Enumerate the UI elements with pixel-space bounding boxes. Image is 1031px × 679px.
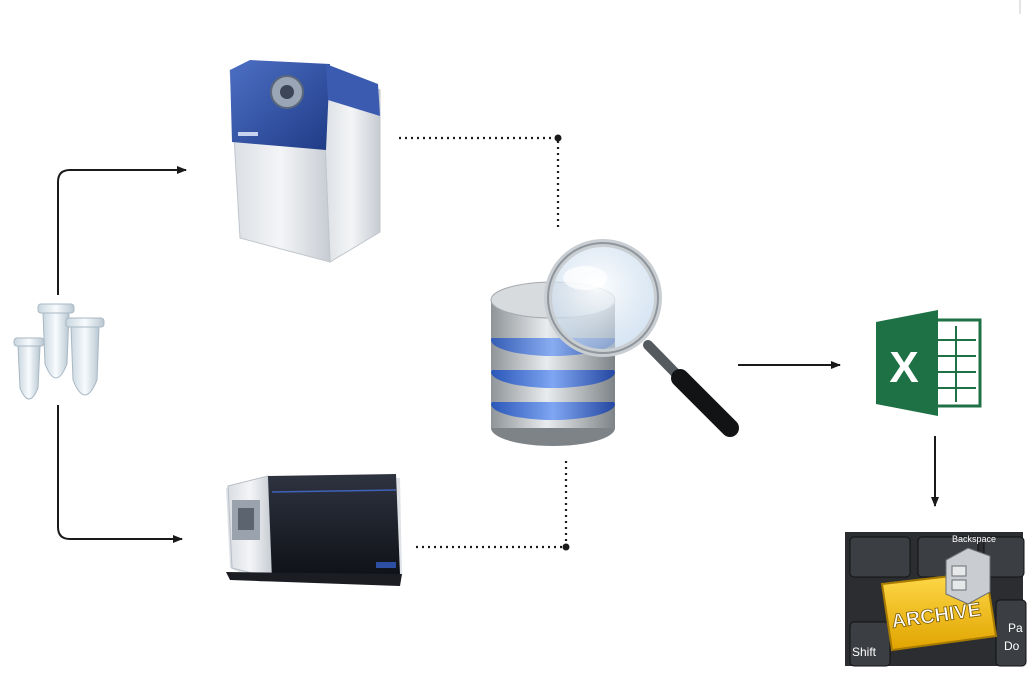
key-label-backspace: Backspace bbox=[952, 534, 996, 544]
file-cabinet-icon bbox=[945, 547, 991, 605]
junction-dot-bottom bbox=[562, 543, 570, 551]
key-label-do: Do bbox=[1004, 639, 1020, 653]
key-label-shift: Shift bbox=[852, 645, 877, 659]
database-search-icon bbox=[490, 239, 739, 446]
archive-key-icon: Shift Backspace Pa Do ARCHIVE bbox=[845, 532, 1027, 667]
excel-icon: X bbox=[876, 310, 982, 416]
junction-dot-top bbox=[554, 134, 562, 142]
dotted-instrument-1-to-database bbox=[399, 136, 560, 228]
connectors bbox=[57, 134, 939, 551]
arrow-tubes-to-instrument-1 bbox=[57, 166, 187, 295]
test-tubes-icon bbox=[13, 303, 105, 400]
excel-x-label: X bbox=[889, 343, 918, 392]
key-label-pa: Pa bbox=[1008, 621, 1023, 635]
mass-spectrometer-icon bbox=[226, 474, 402, 586]
mass-spectrometer-icon bbox=[229, 60, 381, 263]
dotted-instrument-2-to-database bbox=[416, 458, 568, 549]
arrow-tubes-to-instrument-2 bbox=[57, 405, 183, 543]
